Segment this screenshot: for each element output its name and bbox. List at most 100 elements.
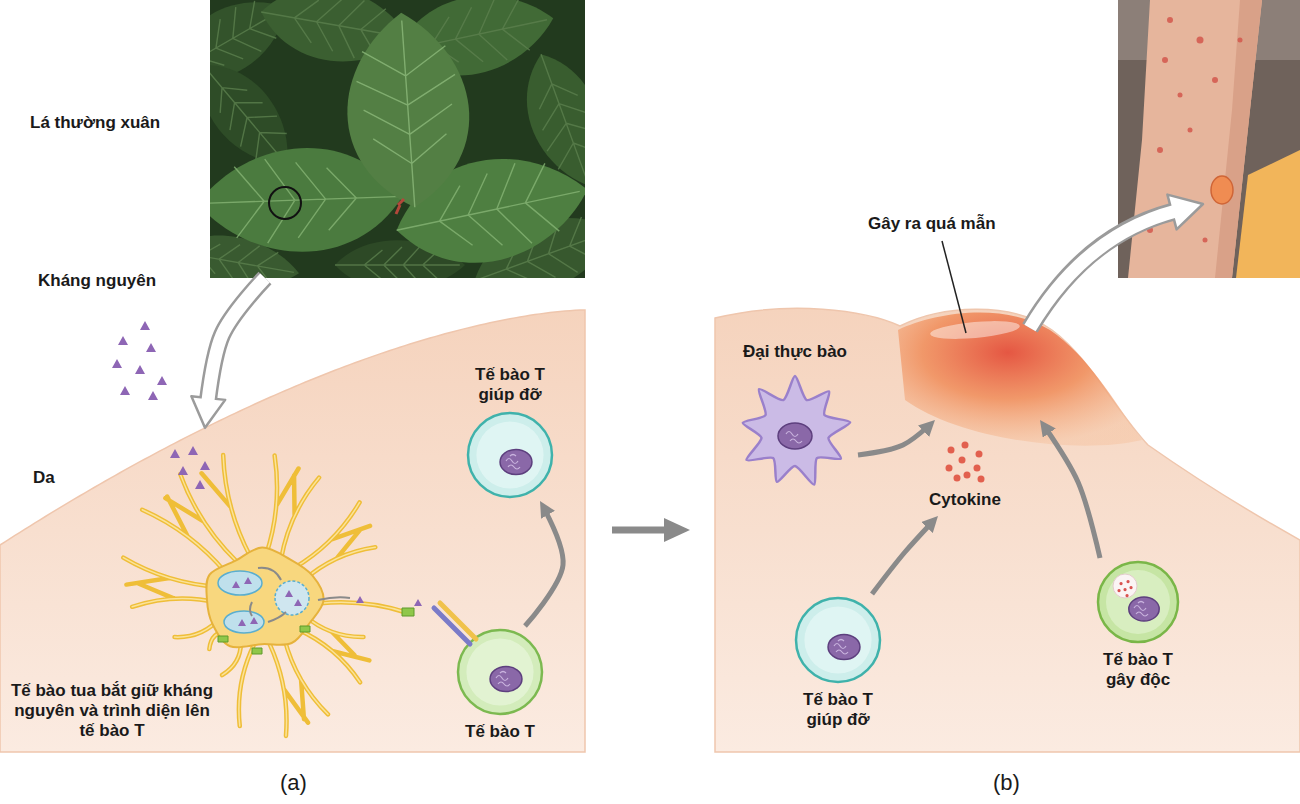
cell-label: Tế bào T [450,722,550,742]
vesicle [224,611,264,633]
label-anchor: (b) [993,770,1020,796]
inflamed-skin [898,313,1142,446]
leader-line [942,241,966,333]
hollow-arrow [1030,195,1203,328]
callout-label: Gây ra quá mẫn [868,214,1038,234]
cell-membrane [468,413,552,497]
shape-group [898,313,1142,446]
focus-circle [269,187,301,219]
cell [434,603,542,714]
helper-t-cell: Tế bào T giúp đỡ [460,359,560,501]
chromatin [1134,602,1148,617]
cell-cytoplasm [1106,570,1170,634]
panel-label: (a) [280,770,307,796]
blister-photo [1211,176,1233,204]
transport-arrow [250,568,350,622]
cytokine-dot [976,451,983,458]
chromatin [496,672,510,687]
shape-group [743,376,850,485]
cell-membrane [1098,562,1178,642]
cell [1098,562,1178,642]
blister-shape [900,318,1140,420]
leaf-photo [210,0,585,278]
cell-label: Tế bào T giúp đỡ [460,365,560,405]
cytokine-dot [978,476,985,483]
yellow-object [1236,150,1300,278]
cell-cytoplasm [476,421,543,488]
cytokine-dots [946,442,985,483]
shape-group [946,442,985,483]
cell-nucleus [778,423,812,449]
cell-label: Tế bào T gây độc [1088,650,1188,690]
cytokine-dot [959,457,966,464]
arrow-fill [1030,211,1176,328]
chromatin [834,640,848,655]
cytokine-dot [962,442,969,449]
arrow-head [664,518,690,542]
connector-arrow [872,516,938,594]
antigen [232,577,422,626]
cell [468,413,552,497]
cytokine-label: Cytokine [906,490,1024,510]
t-cell-receptor [440,603,476,639]
connector-line [872,516,938,594]
cell-membrane [743,376,850,485]
dendritic-cell: Tế bào tua bắt giữ kháng nguyên và trình… [6,438,420,745]
shape-group [796,598,880,682]
arm-photo [1118,0,1300,278]
cell [743,376,850,485]
connector-arrow [858,420,935,455]
antigen [112,321,210,489]
rash-dot [1167,17,1173,23]
granule [1113,574,1137,598]
vesicle [275,581,309,615]
chromatin [506,455,520,470]
cytokine-dot [974,465,981,472]
leaf-blade [340,8,475,211]
cell-nucleus [500,449,532,474]
region-label: Da [33,468,73,488]
leaf [340,8,475,211]
rash-dot [1197,37,1204,44]
cytokine-dot [954,475,961,482]
skin-panel [715,308,1300,752]
photo-panel: Lá thường xuân [210,0,585,278]
cell-nucleus [490,666,522,691]
shape-group [210,0,585,278]
antigen-label: Kháng nguyên [38,270,156,291]
rash-dot [1238,38,1243,43]
cell-label: Tế bào tua bắt giữ kháng nguyên và trình… [6,681,218,741]
rash-dot [1203,238,1208,243]
cytotoxic-t-cell: Tế bào T gây độc [1088,558,1188,696]
cell-label: Đại thực bào [732,342,858,362]
shape-group [0,310,585,752]
vesicle [218,571,262,595]
rash-dot [1212,77,1218,83]
cell-nucleus [1129,597,1159,621]
shape-group [468,413,552,497]
blister-highlight [929,318,1020,342]
granule-content [1117,580,1132,597]
cytokine-dot [964,472,971,479]
shape-group [434,603,542,714]
panel-label: (b) [993,770,1020,796]
helper-t-cell: Tế bào T giúp đỡ [788,594,888,736]
photo-background [1118,0,1300,278]
label-anchor: Kháng nguyên [38,270,156,291]
rash-dot [1157,147,1163,153]
rash-dot [1178,93,1183,98]
rash-dot [1188,128,1193,133]
blister: Gây ra quá mẫn [900,318,1140,420]
photo-label: Lá thường xuân [30,113,202,133]
cell-cytoplasm [466,638,533,705]
t-cell: Tế bào T [450,626,550,748]
cell [796,598,880,682]
label-anchor: (a) [280,770,307,796]
macrophage: Đại thực bào [732,336,858,498]
arrow-shaft [612,527,668,534]
cytokine-dot [948,447,955,454]
rash-dot [1162,57,1168,63]
shape-group [1098,562,1178,642]
connector-line [858,420,935,455]
